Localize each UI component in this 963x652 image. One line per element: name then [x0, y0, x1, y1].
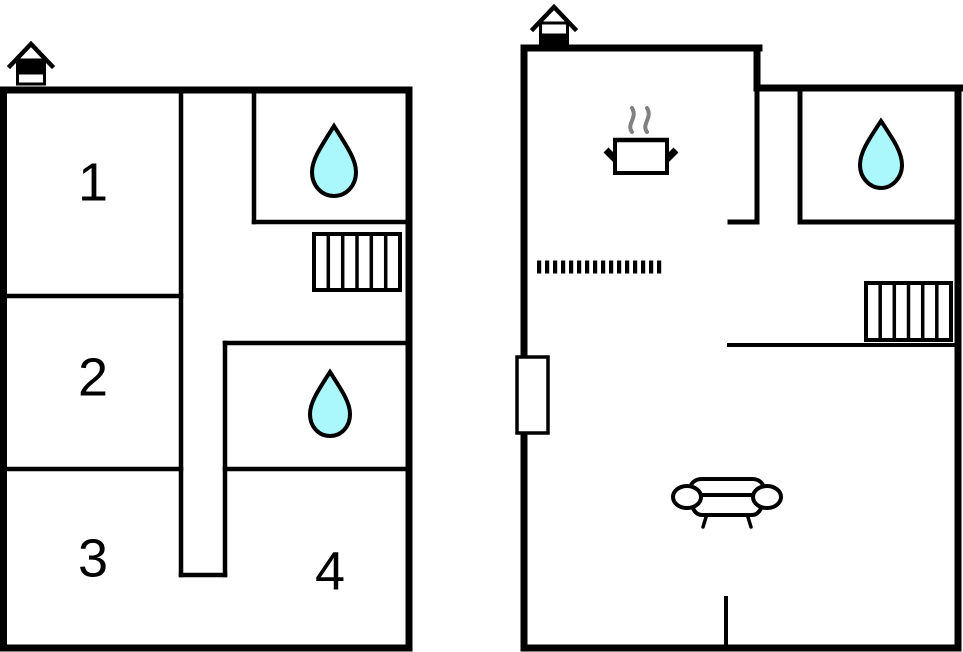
stairs-icon [312, 232, 402, 292]
sofa-icon [671, 477, 783, 529]
water-drop-icon [857, 117, 905, 191]
room-label-3: 3 [78, 528, 108, 588]
window-icon [515, 355, 550, 435]
left-building: 1 2 3 4 [0, 40, 413, 652]
right-building-interior-walls [727, 85, 961, 225]
house-roof-icon [6, 40, 56, 86]
right-building-interior-walls-thin [724, 343, 960, 650]
cooking-pot-icon [603, 106, 679, 175]
left-building-interior-walls [1, 87, 412, 578]
water-drop-icon [309, 122, 359, 199]
room-label-4: 4 [315, 541, 345, 601]
room-label-1: 1 [78, 152, 108, 212]
right-building [515, 3, 963, 652]
house-roof-icon [529, 3, 579, 50]
room-label-2: 2 [78, 347, 108, 407]
steam-icon [628, 106, 651, 134]
stairs-icon [864, 281, 953, 342]
left-building-outer-walls [0, 86, 413, 652]
water-drop-icon [307, 368, 353, 439]
